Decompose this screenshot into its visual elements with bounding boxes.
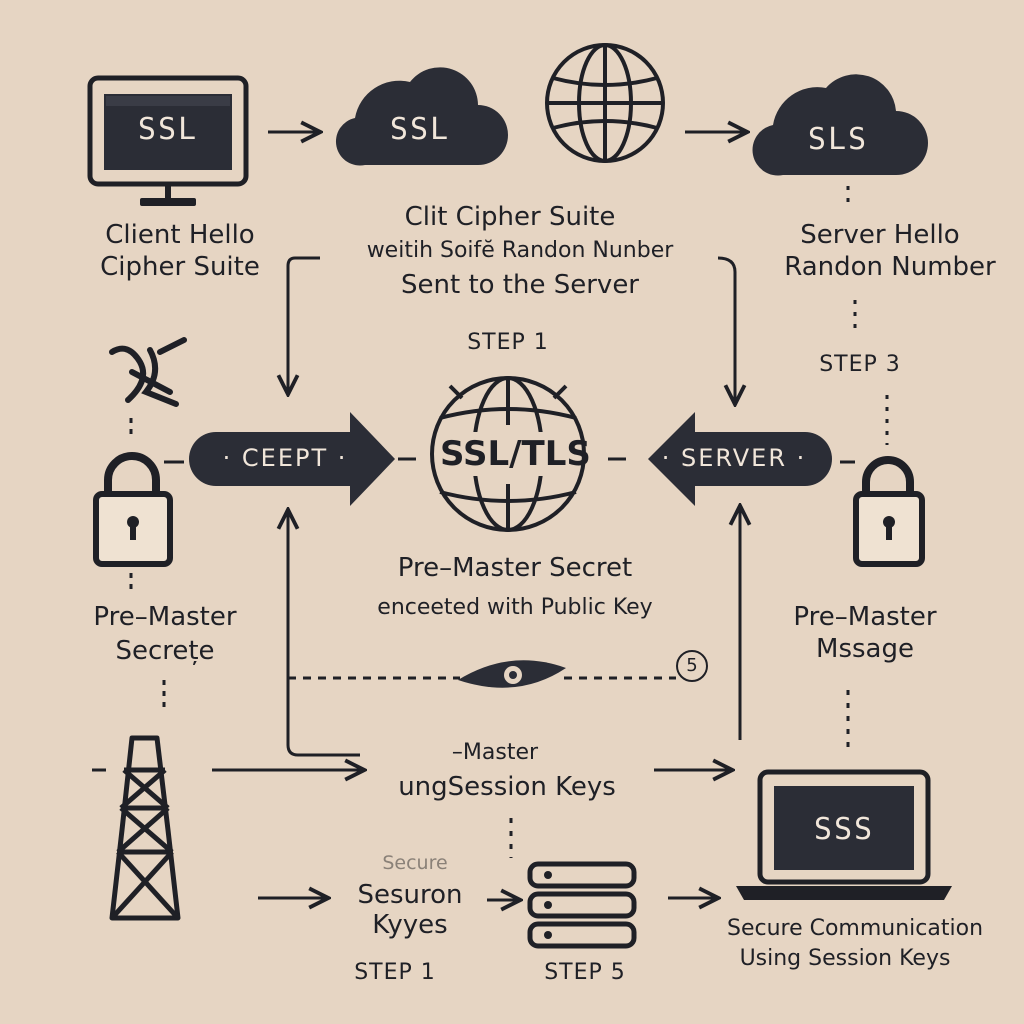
session-keys-line-1: Secure [382,852,448,874]
step-top-label: STEP 1 [467,330,549,355]
pre-master-left-line-2: Secrețe [115,636,215,666]
step-bottom-left-label: STEP 1 [354,960,436,985]
cipher-block-line-2: weitih Soifĕ Randon Nunber [366,238,674,263]
server-rack-icon [527,861,637,949]
left-bracket-lower [286,650,360,757]
server-cloud-icon [752,74,928,176]
server-pill-label: · SERVER · [661,444,807,472]
bracket-right-down [717,256,735,402]
transmission-tower-icon [109,735,181,921]
secure-comm-line-2: Using Session Keys [739,946,951,971]
cipher-block-line-3: Sent to the Server [401,270,639,300]
pre-master-center-line-2: enceeted with Public Key [377,595,653,620]
client-pill-arrow [189,412,395,506]
eye-key-icon [458,660,566,688]
client-cloud-label: SSL [389,112,451,147]
right-lock-icon [853,456,925,567]
session-keys-line-2: Sesuron [357,880,463,910]
step-5-badge: 5 [676,650,708,682]
left-lock-icon [93,452,173,567]
laptop-screen-label: SSS [813,812,875,847]
server-hello-line-2: Randon Number [784,252,996,282]
client-monitor-icon [87,75,249,206]
client-pill-label: · CEEPT · [222,444,348,472]
client-hello-line-1: Client Hello [105,220,255,250]
step-right-label: STEP 3 [819,352,901,377]
server-hello-line-1: Server Hello [800,220,960,250]
master-keys-line-1: –Master [451,740,539,765]
handshake-icon [109,337,187,407]
master-keys-line-2: ungSession Keys [398,772,616,802]
ssl-tls-label-backdrop [440,432,576,476]
secure-comm-line-1: Secure Communication [726,916,984,941]
cipher-block-line-1: Clit Cipher Suite [404,202,616,232]
globe-icon [545,43,665,163]
client-monitor-label: SSL [137,112,199,147]
server-pill-arrow [648,412,832,506]
session-keys-line-3: Kyyes [372,910,448,940]
pre-master-right-line-1: Pre–Master [793,602,937,632]
server-cloud-label: SLS [807,122,869,157]
ssl-tls-label: SSL/TLS [440,434,591,474]
step-bottom-mid-label: STEP 5 [544,960,626,985]
client-hello-line-2: Cipher Suite [100,252,260,282]
pre-master-right-line-2: Mssage [816,634,914,664]
bracket-left-down [288,256,320,392]
laptop-icon [736,769,952,900]
pre-master-left-line-1: Pre–Master [93,602,237,632]
client-cloud-icon [335,67,508,166]
pre-master-center-line-1: Pre–Master Secret [397,553,633,583]
